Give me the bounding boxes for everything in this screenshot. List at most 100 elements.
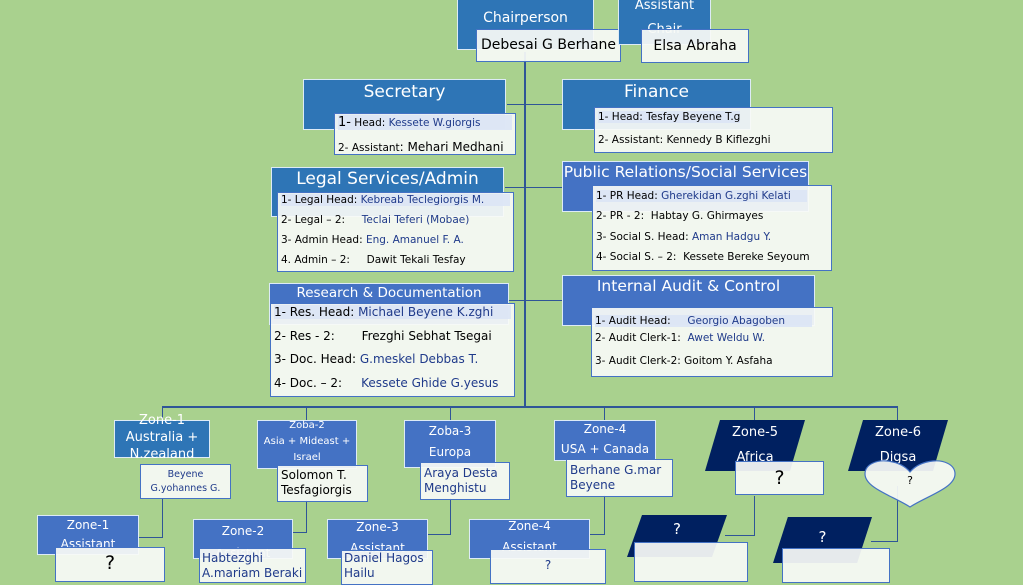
- zone-6-title: Zone-6: [874, 425, 922, 440]
- zone-4-name: Berhane G.mar: [570, 463, 662, 477]
- drop-zone-2: [306, 406, 307, 420]
- secretary-row-2: 2- Assistant: Mehari Medhani: [338, 140, 504, 154]
- assistant-chair-name: Elsa Abraha: [653, 38, 737, 54]
- zone-5-assistant-title: ?: [673, 520, 681, 538]
- member-name: Frezghi Sebhat Tsegai: [361, 329, 492, 343]
- zone-1-assistant-title: Zone-1: [66, 518, 110, 532]
- member-name: Aman Hadgu Y.: [691, 231, 772, 243]
- zone-2-assistant-title: Zone-2: [221, 524, 265, 538]
- member-name: Kessete Bereke Seyoum: [683, 251, 810, 263]
- zone-1-box: Zone-1 Australia + N.zealand: [114, 413, 210, 462]
- zone-2-box: Zoba-2 Asia + Mideast + Israel: [257, 420, 357, 469]
- member-name: Kessete W.giorgis: [388, 117, 481, 129]
- research-row-1: 1- Res. Head: Michael Beyene K.zghi: [274, 305, 511, 319]
- member-name: G.meskel Debbas T.: [359, 352, 479, 366]
- member-name: Kessete Ghide G.yesus: [361, 376, 499, 390]
- secretary-title: Secretary: [363, 82, 446, 102]
- audit-card: 1- Audit Head: Georgio Abagoben 2- Audit…: [591, 307, 833, 377]
- member-name: Eng. Amanuel F. A.: [365, 234, 464, 246]
- zone-2-region: Asia + Mideast +: [263, 436, 351, 447]
- link-asst-5h: [725, 535, 755, 536]
- member-name: Kebreab Teclegiorgis M.: [360, 194, 485, 206]
- chairperson-name-card: Debesai G Berhane: [476, 29, 621, 62]
- finance-card: 1- Head: Tesfay Beyene T.g 2- Assistant:…: [594, 107, 833, 153]
- member-name: Awet Weldu W.: [687, 332, 766, 344]
- zone-3-assistant-title: Zone-3: [356, 520, 399, 534]
- zone-2-assistant-name-2: A.mariam Beraki: [202, 566, 303, 580]
- zone-3-name: Araya Desta: [424, 466, 498, 480]
- zone-1-name-2: G.yohannes G.: [150, 483, 221, 494]
- zone-6-heart-shape: [864, 460, 956, 508]
- zone-5-name-card: ?: [735, 461, 824, 495]
- chairperson-title: Chairperson: [483, 10, 568, 26]
- pr-row-2: 2- PR - 2: Habtay G. Ghirmayes: [596, 210, 763, 222]
- member-name: Teclai Teferi (Mobae): [361, 214, 470, 226]
- audit-title: Internal Audit & Control: [596, 277, 781, 295]
- zone-2-region-2: Israel: [293, 452, 321, 463]
- branch-secretary: [507, 104, 562, 105]
- link-asst-1: [162, 498, 163, 538]
- zone-5-assistant-name-card: [634, 542, 748, 582]
- finance-row-1: 1- Head: Tesfay Beyene T.g: [598, 111, 741, 123]
- research-row-2: 2- Res - 2: Frezghi Sebhat Tsegai: [274, 329, 492, 343]
- zone-3-region: Europa: [428, 445, 472, 459]
- zone-3-box: Zoba-3 Europa: [404, 420, 496, 468]
- legal-card: 1- Legal Head: Kebreab Teclegiorgis M. 2…: [277, 192, 514, 272]
- member-name: Kennedy B Kiflezghi: [666, 134, 771, 146]
- secretary-card: 1- Head: Kessete W.giorgis 2- Assistant:…: [334, 113, 516, 155]
- link-asst-5: [754, 496, 755, 535]
- zone-5-name: ?: [774, 467, 785, 489]
- row-label: 1- Legal Head:: [281, 194, 361, 206]
- trunk-line: [524, 52, 526, 407]
- secretary-row-1: 1- Head: Kessete W.giorgis: [338, 115, 512, 130]
- branch-research: [505, 300, 562, 301]
- member-name: Michael Beyene K.zghi: [358, 305, 494, 319]
- row-label: 2- PR - 2:: [596, 210, 651, 222]
- row-label: Head:: [350, 117, 389, 129]
- research-card: 1- Res. Head: Michael Beyene K.zghi 2- R…: [270, 303, 515, 397]
- member-name: : Mehari Medhani: [399, 140, 504, 154]
- zone-1-name: Beyene: [167, 469, 204, 480]
- row-label: 2- Assistant:: [598, 134, 667, 146]
- row-label: 2- Legal – 2:: [281, 214, 362, 226]
- zone-4-title: Zone-4: [583, 422, 627, 436]
- drop-zone-6: [897, 406, 898, 420]
- link-asst-1h: [138, 537, 163, 538]
- zone-2-title: Zoba-2: [289, 420, 325, 431]
- branch-legal: [505, 187, 562, 188]
- zone-bus-line: [162, 406, 898, 408]
- zone-1-name-card: Beyene G.yohannes G.: [140, 464, 231, 499]
- row-label: 3- Social S. Head:: [596, 231, 692, 243]
- link-asst-6h: [871, 541, 898, 542]
- zone-2-name: Solomon T.: [281, 468, 347, 482]
- row-label: 2- Audit Clerk-1:: [595, 332, 688, 344]
- zone-1-assistant-name-card: ?: [55, 547, 165, 582]
- zone-4-assistant-title: Zone-4: [508, 519, 551, 533]
- row-label: 3- Doc. Head:: [274, 352, 360, 366]
- drop-zone-1: [162, 406, 163, 420]
- zone-3-name-card: Araya Desta Menghistu: [420, 462, 510, 500]
- row-label: 1- Audit Head:: [595, 315, 688, 327]
- research-title: Research & Documentation: [296, 285, 482, 301]
- member-name: Tesfay Beyene T.g: [646, 111, 741, 123]
- zone-6-name: ?: [907, 474, 913, 487]
- row-label: Assistant: [348, 142, 400, 154]
- link-asst-2: [306, 500, 307, 532]
- finance-title: Finance: [623, 82, 690, 102]
- legal-title: Legal Services/Admin: [296, 169, 479, 189]
- zone-1-region-2: N.zealand: [129, 447, 195, 462]
- link-asst-4h: [590, 534, 605, 535]
- zone-1-title: Zone-1: [138, 413, 186, 428]
- row-number: 2-: [338, 142, 349, 154]
- row-label: 4- Social S. – 2:: [596, 251, 684, 263]
- audit-row-1: 1- Audit Head: Georgio Abagoben: [595, 315, 812, 327]
- link-asst-4: [604, 495, 605, 534]
- zone-3-assistant-name-2: Hailu: [344, 566, 375, 580]
- zone-3-name-2: Menghistu: [424, 481, 487, 495]
- zone-1-assistant-name: ?: [104, 552, 116, 574]
- zone-4-box: Zone-4 USA + Canada: [554, 420, 656, 461]
- drop-zone-5: [754, 406, 755, 420]
- zone-3-assistant-name: Daniel Hagos: [344, 551, 424, 565]
- zone-2-name-card: Solomon T. Tesfagiorgis: [277, 465, 368, 502]
- row-label: 1- Res. Head:: [274, 305, 359, 319]
